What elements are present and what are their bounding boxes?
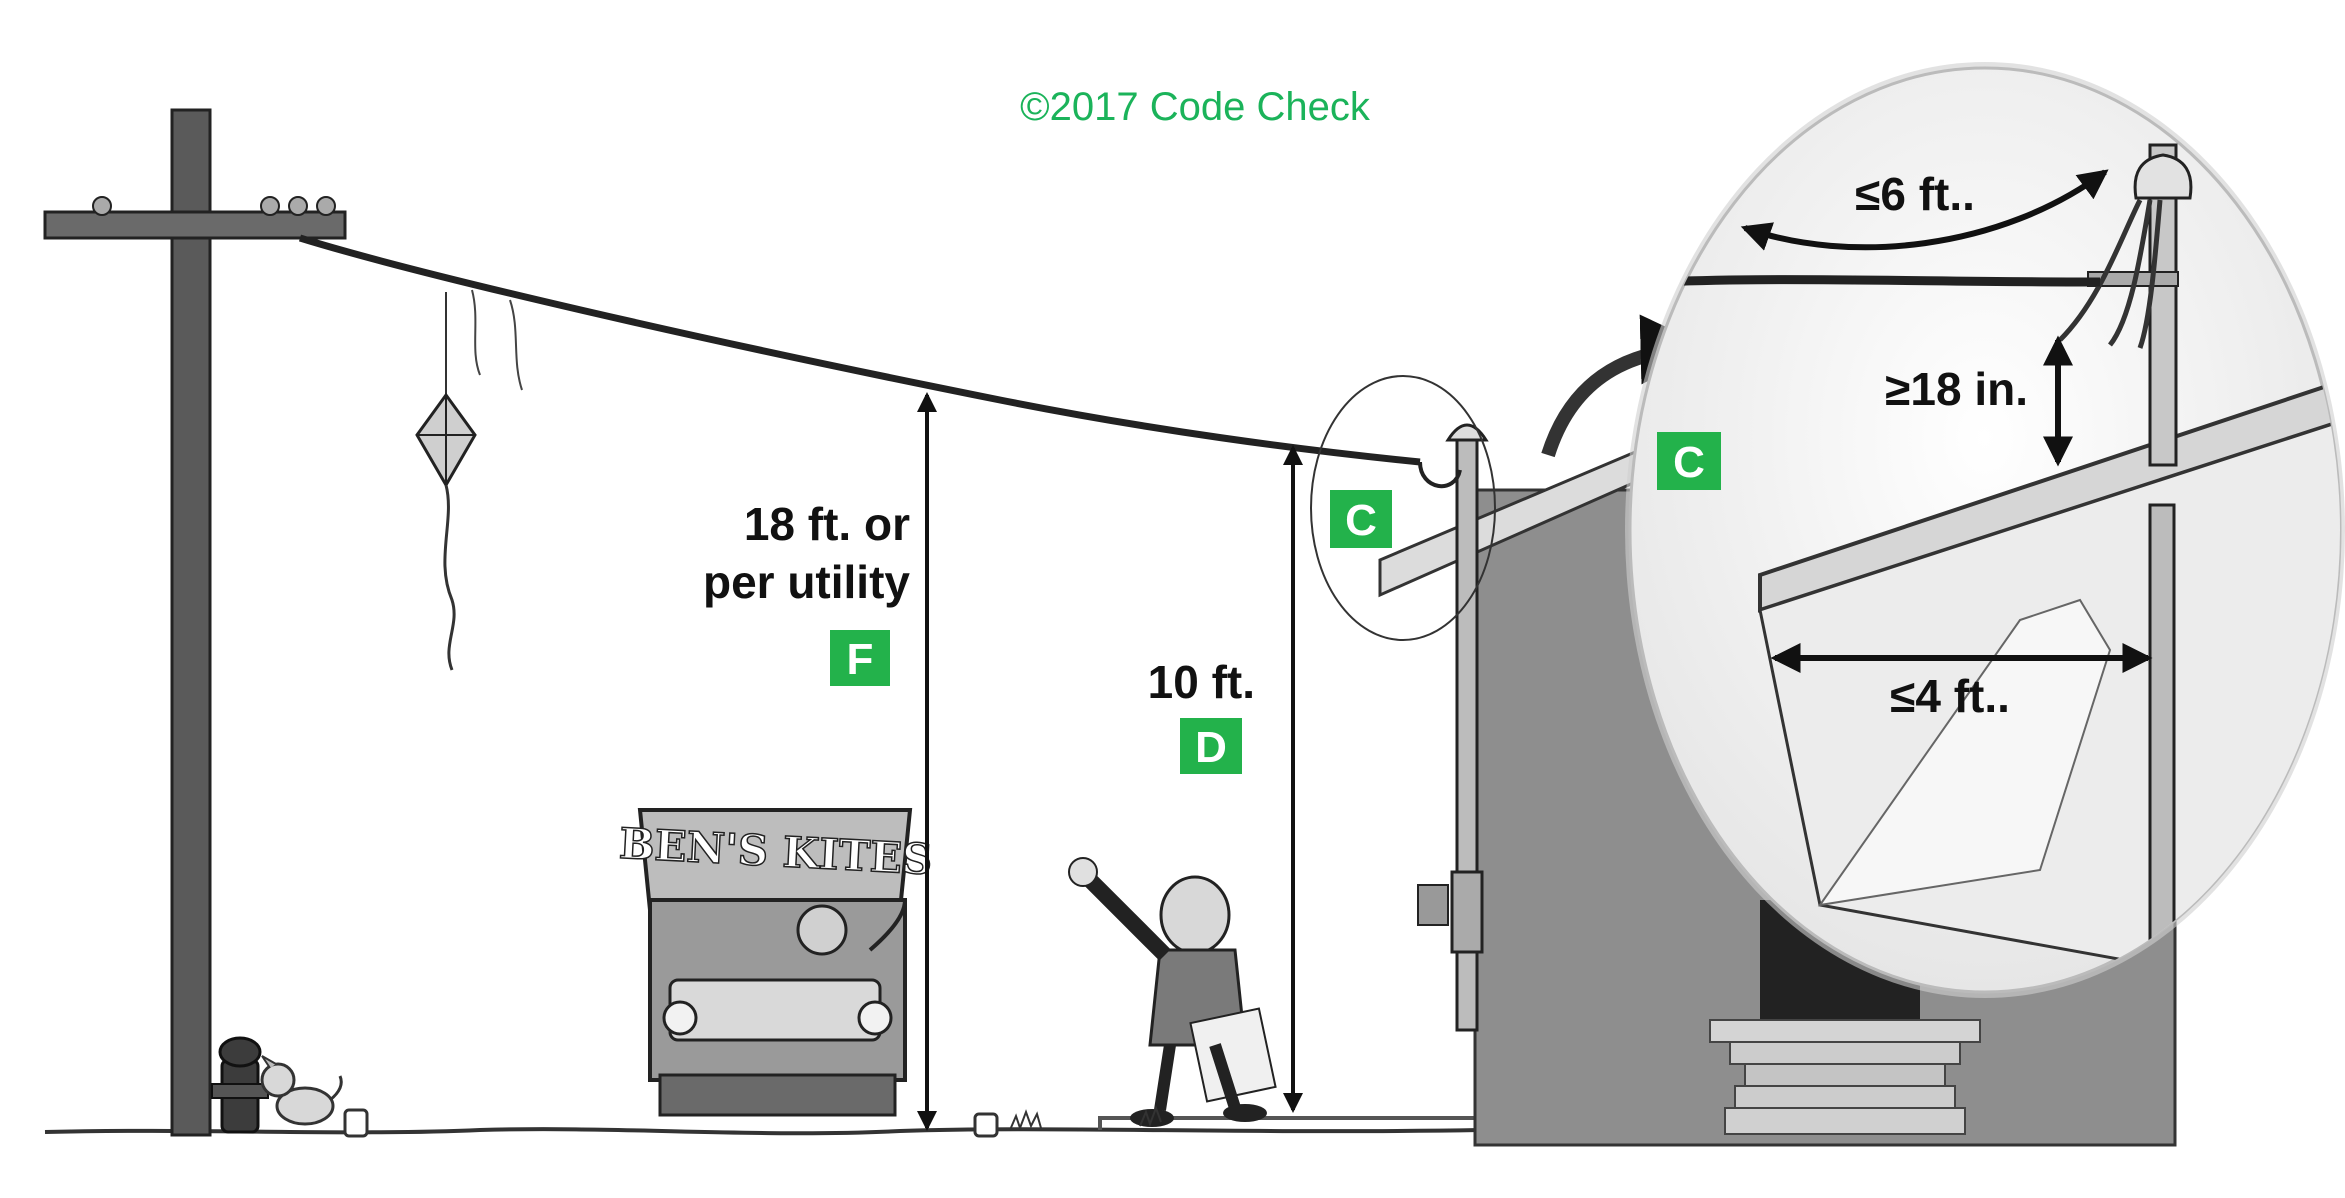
drip-loop-label: ≤6 ft..: [1855, 168, 1975, 220]
fire-hydrant: [211, 1036, 269, 1134]
mast-badge-letter: C: [1345, 496, 1377, 545]
grass: [1009, 1105, 1162, 1131]
detail-magnified-view: [1625, 62, 2345, 998]
span-clearance-label-line2: per utility: [703, 556, 910, 608]
detail-badge-letter: C: [1673, 438, 1705, 487]
dog-illustration: [260, 1055, 343, 1126]
span-badge-letter: F: [847, 635, 874, 684]
overhang-label: ≤4 ft..: [1890, 670, 2010, 722]
detail-badge: C: [1657, 432, 1721, 490]
truck-sign-text: BEN'S KITES: [618, 819, 934, 884]
drip-loop-arrow: [1740, 169, 2109, 251]
truck-illustration: [637, 808, 913, 1117]
service-drop-clearance-label: 10 ft.: [1148, 656, 1255, 708]
mast-badge: C: [1330, 490, 1392, 548]
service-mast: [1417, 423, 1489, 1032]
service-drop-badge: D: [1180, 718, 1242, 774]
ground: [44, 1108, 1481, 1138]
detail-callout-circle: [1310, 375, 1496, 641]
span-clearance-label: 18 ft. or: [744, 498, 910, 550]
copyright-notice: ©2017 Code Check: [1020, 85, 1371, 129]
span-badge: F: [830, 630, 890, 686]
ben-franklin-character: [1068, 857, 1277, 1127]
above-roof-label: ≥18 in.: [1885, 363, 2028, 415]
service-drop-cable: [298, 234, 1421, 466]
utility-pole: [43, 108, 347, 1137]
kite-illustration: [415, 289, 523, 671]
service-drop-badge-letter: D: [1195, 723, 1227, 772]
